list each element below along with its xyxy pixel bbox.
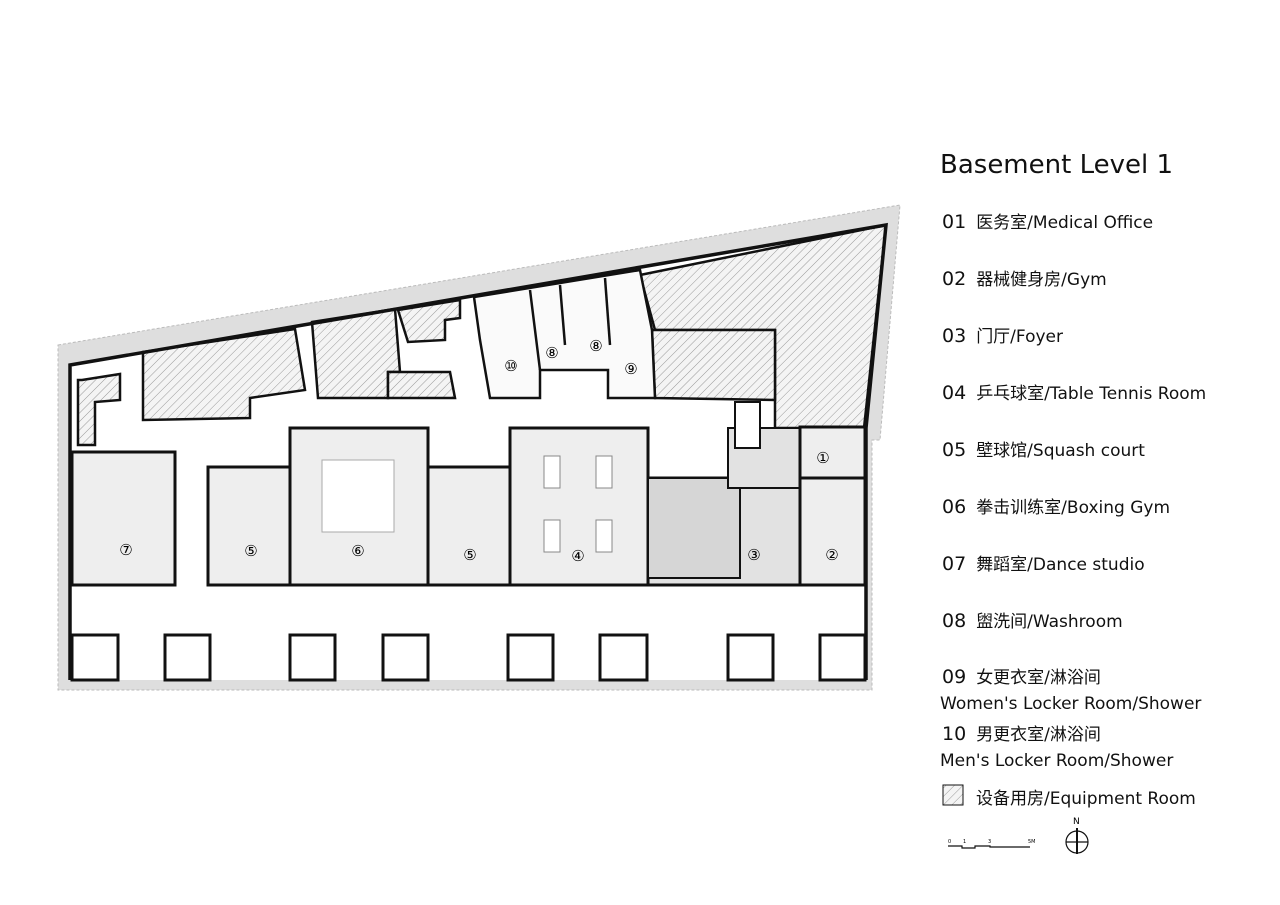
room-squash-court-1 — [206, 465, 292, 587]
marker-5b: ⑤ — [463, 546, 476, 564]
room-table-tennis — [508, 426, 650, 587]
marker-4: ④ — [571, 547, 584, 565]
locker-block — [472, 268, 657, 400]
marker-9: ⑨ — [624, 360, 637, 378]
scale-bar: 0 1 3 5M — [948, 839, 1036, 849]
legend-equipment-room: 设备用房/Equipment Room — [976, 789, 1196, 809]
page-title: Basement Level 1 — [940, 150, 1174, 180]
equipment-rooms — [76, 223, 888, 447]
svg-text:N: N — [1073, 817, 1080, 827]
bottom-stair-bays — [70, 633, 867, 682]
room-dance-studio — [70, 450, 177, 587]
room-markers: ① ② ③ ④ ⑤ ⑥ ⑦ ⑤ ⑧ ⑧ ⑨ ⑩ — [119, 337, 838, 565]
hatch-swatch-icon — [942, 784, 964, 806]
svg-text:3: 3 — [988, 839, 991, 845]
ping-pong-tables — [543, 455, 613, 553]
svg-text:5M: 5M — [1028, 839, 1036, 845]
boxing-ring — [321, 459, 395, 533]
marker-8b: ⑧ — [589, 337, 602, 355]
stair — [734, 401, 761, 449]
marker-8a: ⑧ — [545, 344, 558, 362]
marker-1: ① — [816, 449, 829, 467]
rooms — [70, 401, 867, 587]
room-squash-court-2 — [426, 465, 512, 587]
marker-2: ② — [825, 546, 838, 564]
north-arrow-icon: N — [1065, 817, 1089, 854]
room-gym — [798, 476, 867, 587]
marker-6: ⑥ — [351, 542, 364, 560]
room-foyer-lounge — [647, 477, 741, 579]
marker-10: ⑩ — [504, 357, 517, 375]
room-medical-office — [798, 425, 867, 480]
marker-7: ⑦ — [119, 541, 132, 559]
marker-3: ③ — [747, 546, 760, 564]
marker-5a: ⑤ — [244, 542, 257, 560]
svg-text:1: 1 — [963, 839, 966, 845]
svg-text:0: 0 — [948, 839, 951, 845]
